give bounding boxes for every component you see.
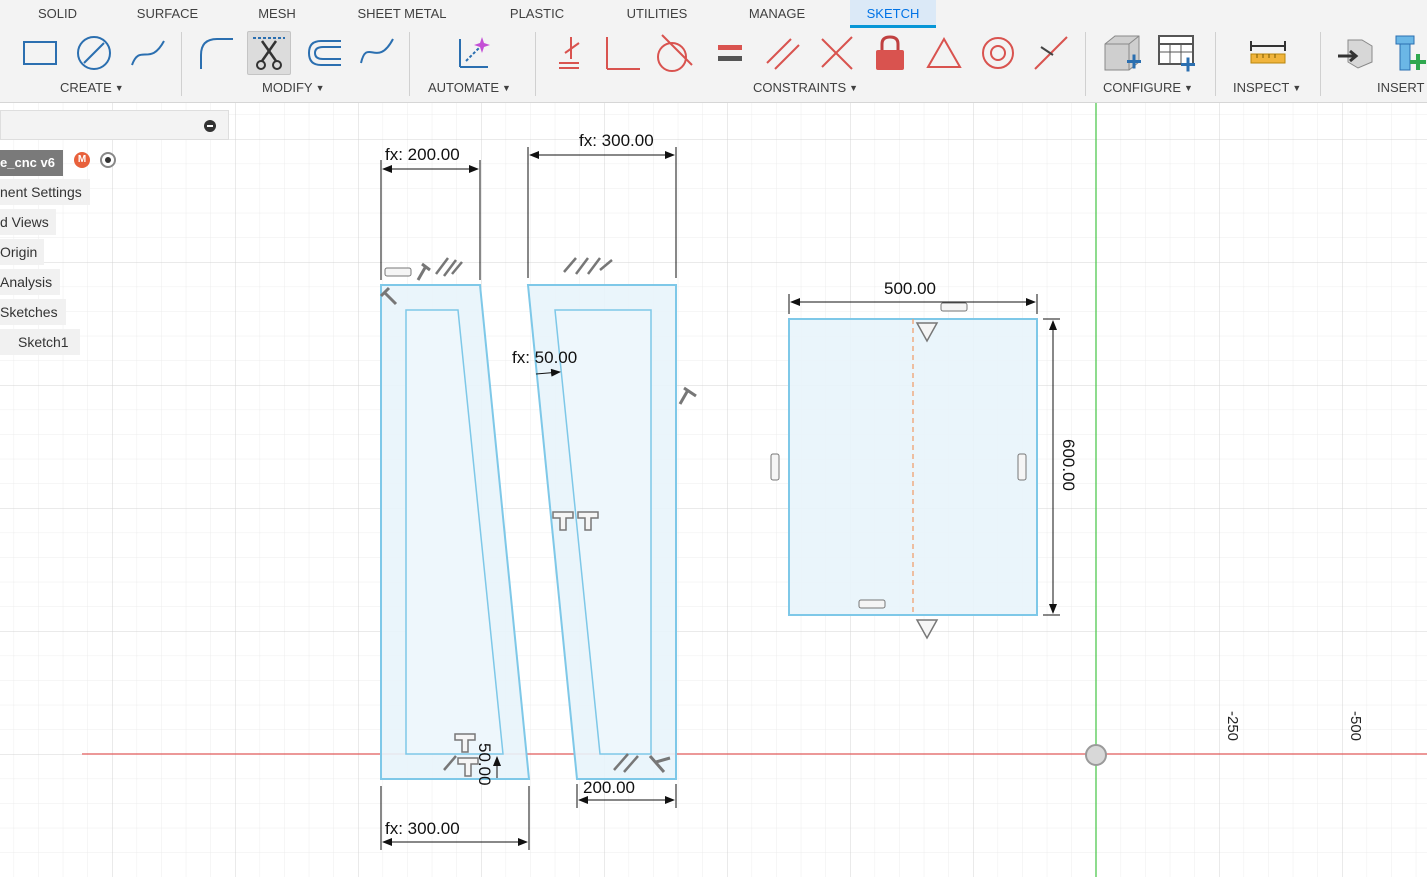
browser-item-analysis[interactable]: Analysis	[0, 269, 60, 295]
coincident-icon[interactable]	[547, 31, 591, 75]
trim-icon[interactable]	[247, 31, 291, 75]
fix-icon[interactable]	[868, 31, 912, 75]
create-dropdown[interactable]: CREATE▼	[60, 80, 124, 95]
collapse-icon[interactable]	[204, 120, 216, 132]
horizontal-constraint-icon[interactable]	[384, 267, 968, 609]
triangle-icon[interactable]	[922, 31, 966, 75]
canvas-svg	[0, 103, 1427, 877]
browser-item-sketches[interactable]: Sketches	[0, 299, 66, 325]
dim-rect-width-label[interactable]: 500.00	[884, 279, 936, 298]
equal-icon[interactable]	[708, 31, 752, 75]
dim-mid-top-label[interactable]: fx: 300.00	[579, 131, 654, 150]
dim-left-top[interactable]	[380, 160, 481, 280]
intersect-icon[interactable]	[814, 31, 858, 75]
browser-item-settings[interactable]: nent Settings	[0, 179, 90, 205]
fillet-icon[interactable]	[193, 31, 237, 75]
dim-rect-height[interactable]	[1043, 318, 1060, 616]
circle-icon[interactable]	[72, 31, 116, 75]
sketch-canvas[interactable]: fx: 200.00 fx: 300.00 fx: 50.00 fx: 300.…	[0, 103, 1427, 877]
dim-mid-bottom[interactable]	[576, 784, 677, 808]
dim-mid-offset[interactable]	[535, 368, 561, 377]
browser-item-named-views[interactable]: d Views	[0, 209, 56, 235]
symmetry-constraint-icon[interactable]	[915, 322, 939, 640]
dim-rect-height-label[interactable]: 600.00	[1059, 439, 1078, 491]
dim-mid-offset-label[interactable]: fx: 50.00	[512, 348, 578, 367]
tab-surface[interactable]: SURFACE	[136, 6, 199, 21]
tab-solid[interactable]: SOLID	[37, 6, 77, 21]
dim-left-bottom-label[interactable]: fx: 300.00	[385, 819, 460, 838]
rectangle-icon[interactable]	[18, 31, 62, 75]
configure-box-icon[interactable]	[1100, 31, 1144, 75]
parallel-constraint-icon[interactable]	[435, 257, 639, 773]
browser-item-sketch1[interactable]: Sketch1	[0, 329, 80, 355]
browser-root[interactable]: e_cnc v6	[0, 150, 63, 176]
activate-radio-icon[interactable]	[100, 152, 116, 168]
dim-rect-width[interactable]	[788, 294, 1038, 314]
midpoint-icon[interactable]	[1029, 31, 1073, 75]
left-profile-inner[interactable]	[405, 309, 504, 755]
configure-table-icon[interactable]	[1154, 31, 1198, 75]
axis-label-250: -250	[1224, 711, 1241, 742]
toolbar: SOLID SURFACE MESH SHEET METAL PLASTIC U…	[0, 0, 1427, 103]
perpendicular-constraint-icon[interactable]	[379, 262, 697, 773]
insert-dropdown[interactable]: INSERT	[1377, 80, 1425, 95]
browser-header	[0, 110, 229, 140]
inspect-dropdown[interactable]: INSPECT▼	[1233, 80, 1302, 95]
insert-add-icon[interactable]	[1385, 31, 1427, 75]
origin-point[interactable]	[1085, 744, 1107, 766]
automate-icon[interactable]	[450, 31, 494, 75]
tab-utilities[interactable]: UTILITIES	[626, 6, 688, 21]
axis-label-500: -500	[1347, 711, 1364, 742]
configure-dropdown[interactable]: CONFIGURE▼	[1103, 80, 1193, 95]
dim-mid-bottom-label[interactable]: 200.00	[583, 778, 635, 797]
measure-icon[interactable]	[1246, 31, 1290, 75]
vertical-constraint-icon[interactable]	[770, 453, 1027, 481]
document-marker-icon: M	[74, 152, 90, 168]
browser-item-origin[interactable]: Origin	[0, 239, 44, 265]
perpendicular-icon[interactable]	[600, 31, 644, 75]
parallel-icon[interactable]	[761, 31, 805, 75]
tab-sketch[interactable]: SKETCH	[850, 0, 936, 28]
tab-sheet-metal[interactable]: SHEET METAL	[357, 6, 447, 21]
dim-left-top-label[interactable]: fx: 200.00	[385, 145, 460, 164]
dim-mid-top[interactable]	[527, 147, 677, 278]
offset-icon[interactable]	[301, 31, 345, 75]
insert-derive-icon[interactable]	[1333, 31, 1377, 75]
tab-manage[interactable]: MANAGE	[748, 6, 806, 21]
modify-dropdown[interactable]: MODIFY▼	[262, 80, 325, 95]
tab-plastic[interactable]: PLASTIC	[509, 6, 565, 21]
collinear-constraint-icon[interactable]	[454, 511, 599, 777]
spline-edit-icon[interactable]	[355, 31, 399, 75]
dim-left-bottom[interactable]	[380, 786, 530, 850]
concentric-icon[interactable]	[976, 31, 1020, 75]
tangent-icon[interactable]	[652, 31, 696, 75]
automate-dropdown[interactable]: AUTOMATE▼	[428, 80, 511, 95]
constraints-dropdown[interactable]: CONSTRAINTS▼	[753, 80, 859, 95]
tab-mesh[interactable]: MESH	[258, 6, 296, 21]
spline-icon[interactable]	[126, 31, 170, 75]
dim-left-height-label[interactable]: 50.00	[475, 743, 494, 786]
mid-profile-inner[interactable]	[554, 309, 652, 755]
